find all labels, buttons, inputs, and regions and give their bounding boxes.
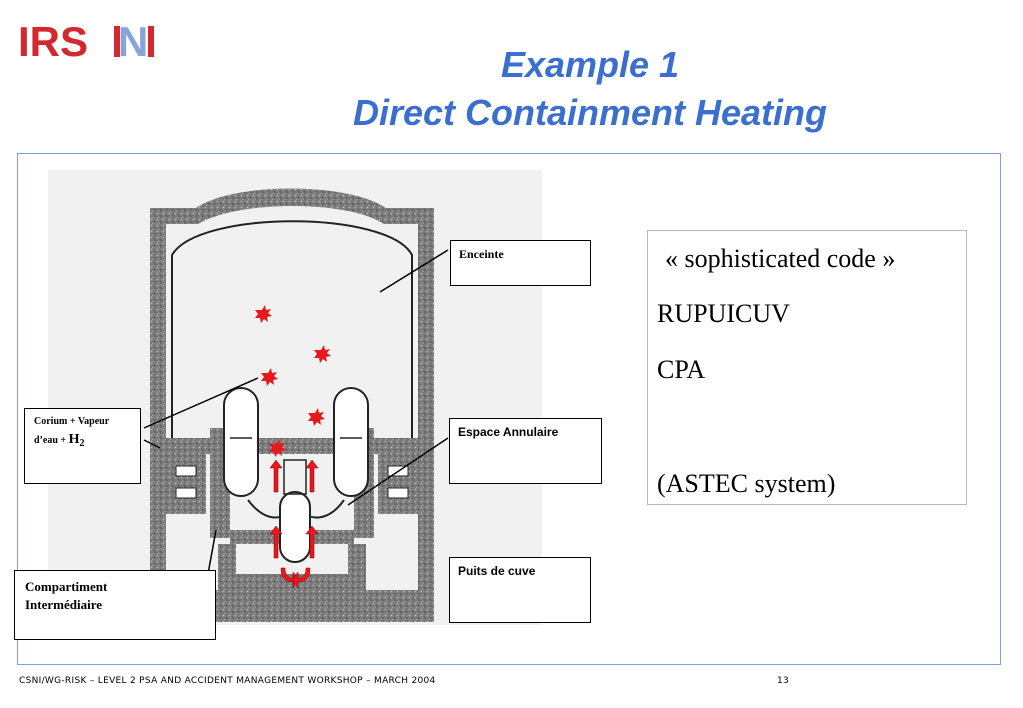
label-corium-subscript: 2: [79, 438, 85, 449]
footer-text: CSNI/WG-RISK – LEVEL 2 PSA AND ACCIDENT …: [19, 676, 436, 686]
label-enceinte-text: Enceinte: [459, 247, 504, 261]
codes-cpa: CPA: [657, 355, 706, 384]
red-flow-arrows: [269, 459, 319, 589]
corium-sparks: [255, 305, 331, 457]
codes-astec-system: (ASTEC system): [657, 469, 836, 498]
callout-leader-lines: [143, 249, 449, 575]
steam-generator-right: [333, 387, 369, 497]
label-puits-de-cuve: Puits de cuve: [449, 557, 591, 623]
logo-irs: IRS: [18, 18, 88, 62]
page-number: 13: [777, 676, 790, 686]
reactor-containment-diagram: [48, 170, 542, 625]
label-puits-de-cuve-text: Puits de cuve: [458, 564, 536, 578]
content-frame: [17, 153, 1001, 665]
irsn-logo: IRS N: [18, 18, 163, 65]
slide-title-line1: Example 1: [500, 44, 680, 85]
label-espace-annulaire: Espace Annulaire: [449, 418, 602, 484]
label-compartiment-line2: Intermédiaire: [25, 597, 103, 612]
steam-generator-left: [223, 387, 259, 497]
label-corium: Corium + Vapeur d’eau + H2: [24, 408, 141, 484]
logo-n: N: [118, 18, 148, 62]
codes-box: « sophisticated code » RUPUICUV CPA (AST…: [647, 230, 967, 505]
label-espace-annulaire-text: Espace Annulaire: [458, 425, 559, 439]
label-compartiment: Compartiment Intermédiaire: [14, 570, 216, 640]
left-compartment-wall: [166, 454, 206, 514]
codes-rupuicuv: RUPUICUV: [657, 299, 790, 328]
slide-title-line2: Direct Containment Heating: [352, 92, 828, 133]
operating-floor: [166, 438, 418, 454]
label-corium-line2: d’eau +: [34, 435, 69, 446]
reactor-vessel: [279, 491, 311, 563]
label-corium-h: H: [68, 432, 80, 447]
label-enceinte: Enceinte: [450, 240, 591, 286]
codes-sophisticated-code: « sophisticated code »: [665, 244, 896, 273]
reactor-cavity: [218, 544, 366, 590]
right-compartment-wall: [378, 454, 418, 514]
label-compartiment-line1: Compartiment: [25, 579, 108, 594]
label-corium-line1: Corium + Vapeur: [34, 416, 110, 427]
